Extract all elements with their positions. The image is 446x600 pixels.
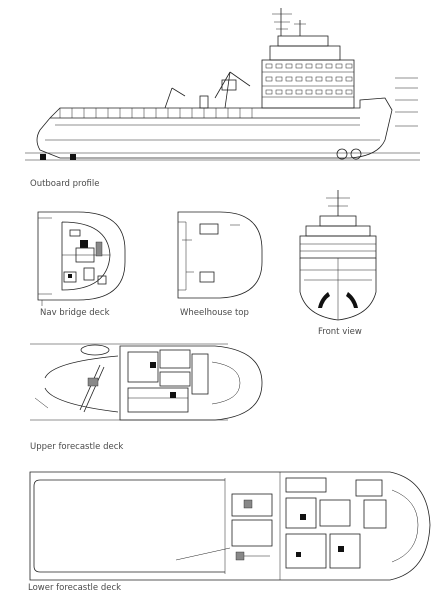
lower-forecastle-deck-drawing <box>29 471 431 581</box>
caption-nav-bridge-deck: Nav bridge deck <box>40 308 110 318</box>
caption-front-view: Front view <box>318 327 362 337</box>
caption-lower-forecastle-deck: Lower forecastle deck <box>28 583 122 593</box>
upper-forecastle-deck-drawing <box>30 343 263 421</box>
wheelhouse-top-drawing <box>177 211 263 299</box>
front-view-drawing <box>299 190 377 321</box>
outboard-profile-drawing <box>25 8 420 161</box>
caption-wheelhouse-top: Wheelhouse top <box>180 308 249 318</box>
caption-upper-forecastle-deck: Upper forecastle deck <box>30 442 124 452</box>
nav-bridge-deck-drawing <box>37 211 126 306</box>
caption-outboard-profile: Outboard profile <box>30 179 100 189</box>
